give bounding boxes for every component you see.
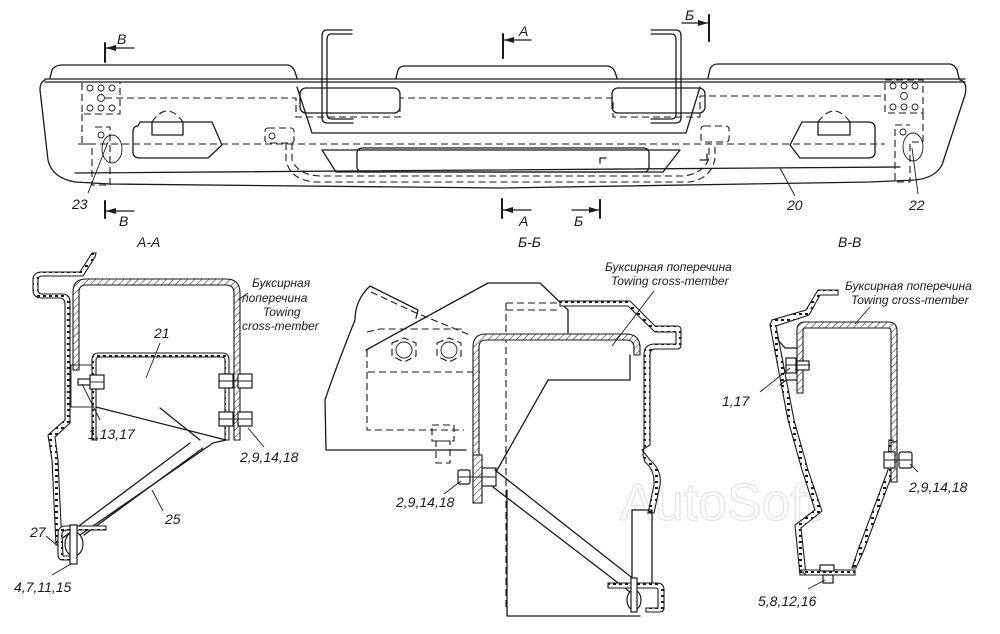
tow-eye-left	[101, 134, 123, 164]
section-mark-v-top: В	[104, 31, 135, 63]
bracket-left	[321, 29, 354, 124]
callout-25: 25	[164, 511, 181, 527]
upper-opening-right	[611, 87, 706, 114]
aa-strut-25	[59, 406, 227, 541]
callout-2-9-14-18-vv: 2,9,14,18	[908, 479, 968, 495]
section-bb-title: Б-Б	[518, 234, 541, 250]
svg-text:В: В	[117, 31, 126, 47]
bumper-top-ridge-center	[395, 65, 618, 79]
aa-bolt-2a	[218, 373, 253, 389]
section-aa-title: А-А	[136, 234, 160, 250]
mount-plate-left	[81, 81, 121, 115]
vv-bumper-skin	[769, 289, 839, 576]
aa-bolt-2b	[218, 411, 253, 427]
callout-20: 20	[786, 197, 803, 213]
bb-towing-cross-member	[472, 333, 641, 491]
section-mark-v-bottom: В	[104, 200, 135, 229]
upper-opening-left	[299, 87, 401, 114]
callout-5-8-12-16: 5,8,12,16	[758, 593, 817, 609]
section-vv-title: В-В	[838, 234, 861, 250]
fog-lamp-right	[789, 121, 876, 159]
bumper-top-ridge-left	[49, 64, 298, 79]
callout-23: 23	[71, 196, 88, 212]
callout-1-17: 1,17	[722, 393, 750, 409]
aa-note-en-2: cross-member	[242, 319, 320, 333]
bb-note-ru: Буксирная поперечина	[605, 260, 732, 274]
section-mark-a-top: А	[502, 23, 532, 59]
aa-bolt-1	[77, 374, 105, 390]
vv-note-ru: Буксирная поперечина	[845, 279, 972, 293]
bb-bumper-skin	[559, 300, 682, 514]
aa-note-en-1: Towing	[263, 305, 301, 319]
svg-text:Б: Б	[685, 7, 694, 23]
bb-plate	[472, 454, 483, 504]
vv-note-en: Towing cross-member	[851, 293, 970, 307]
section-aa: А-А Буксирная попер	[14, 234, 320, 595]
bumper-body-outline	[39, 79, 967, 189]
aa-note-ru-1: Буксирная	[252, 276, 311, 290]
tow-eye-right	[902, 132, 924, 162]
callout-21: 21	[153, 325, 170, 341]
section-bb: Б-Б Буксирная поперечина Towing cross	[324, 234, 732, 617]
aa-note-ru-2: поперечина	[242, 291, 308, 305]
callout-22: 22	[908, 197, 925, 213]
fog-lamp-left	[132, 121, 223, 159]
callout-2-9-14-18-bb: 2,9,14,18	[395, 494, 455, 510]
section-vv: В-В Буксирная поперечина Towing cross-me…	[722, 234, 972, 609]
section-mark-a-bottom: А	[501, 198, 532, 229]
mount-plate-right	[884, 79, 924, 114]
section-mark-b-top: Б	[681, 7, 710, 42]
vv-towing-cross-member	[796, 321, 898, 461]
lower-grille	[321, 149, 681, 173]
bumper-top-ridge-right	[707, 63, 960, 79]
aa-bumper-skin	[32, 252, 97, 546]
svg-text:В: В	[119, 213, 128, 229]
bumper-top-view: В В А А Б Б	[39, 7, 967, 229]
bb-frame	[324, 285, 467, 451]
callout-4-7-11-15: 4,7,11,15	[14, 579, 72, 595]
callout-2-9-14-18-aa: 2,9,14,18	[239, 449, 299, 465]
bracket-right	[650, 29, 682, 124]
svg-text:А: А	[518, 23, 528, 39]
section-mark-b-bottom: Б	[571, 199, 601, 229]
svg-text:А: А	[518, 213, 528, 229]
bb-strut	[492, 469, 636, 593]
svg-text:Б: Б	[574, 213, 583, 229]
aa-part-27	[57, 525, 107, 561]
bb-note-en: Towing cross-member	[611, 274, 730, 288]
aa-towing-cross-member	[72, 278, 241, 441]
callout-27: 27	[29, 524, 47, 540]
callout-1-13-17: 1,13,17	[88, 426, 136, 442]
